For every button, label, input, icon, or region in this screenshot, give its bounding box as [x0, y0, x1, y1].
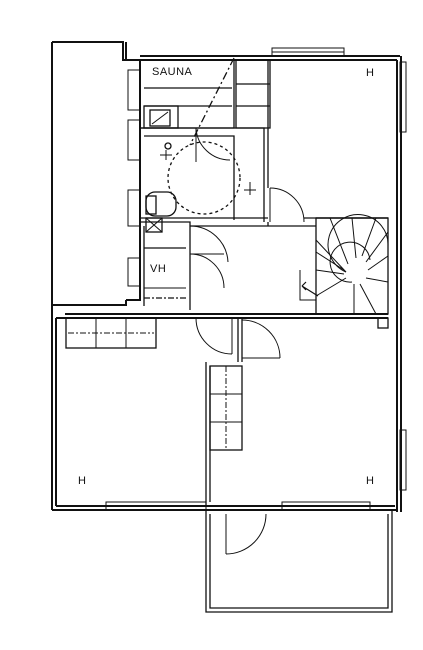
bedroom-bottom-right [237, 318, 281, 362]
bedroom-top-right-label: H [366, 67, 374, 79]
bedroom-bottom-right-label: H [366, 475, 374, 487]
vh-room [140, 221, 225, 310]
windows [105, 47, 407, 511]
hall-and-stairs [189, 187, 389, 329]
bedroom-bottom-left-label: H [78, 475, 86, 487]
sauna-stove-icon [149, 109, 171, 127]
sink-icon [145, 217, 163, 233]
sauna-label: SAUNA [152, 66, 193, 78]
wash-room [140, 127, 268, 233]
balcony [205, 510, 393, 613]
floor-drain-icon [244, 182, 256, 195]
bedroom-top-right [267, 60, 388, 219]
stair-arrow-icon [301, 281, 319, 297]
shower-icon [167, 141, 241, 215]
bedroom-bottom-left [65, 317, 243, 506]
vh-label: VH [150, 263, 167, 275]
